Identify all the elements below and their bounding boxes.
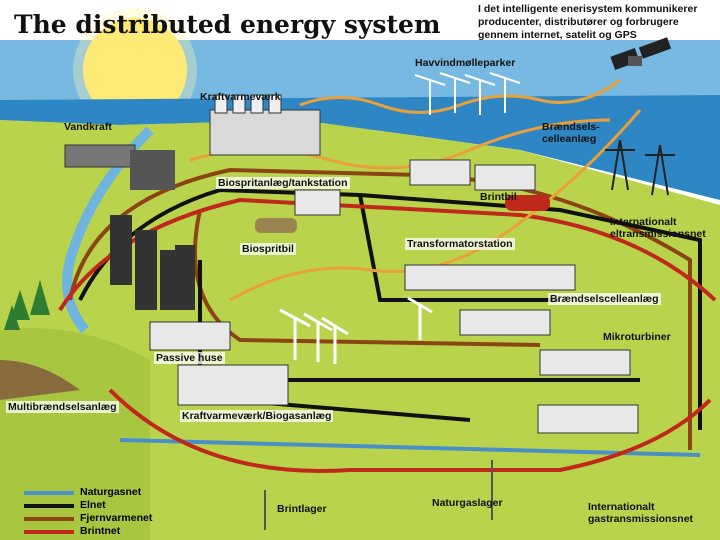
biofuel-car (255, 218, 297, 233)
land (0, 120, 720, 540)
label-hydrogen-storage: Brintlager (277, 503, 327, 515)
hydro-dam (64, 144, 136, 168)
label-fuel-cell: Brændsels- celleanlæg (542, 121, 600, 145)
label-chp-plant: Kraftvarmeværk (200, 91, 281, 103)
factory-buildings (149, 159, 639, 434)
city-buildings (110, 150, 195, 310)
label-chp-biogas: Kraftvarmeværk/Biogasanlæg (180, 410, 334, 422)
label-microturbines: Mikroturbiner (603, 331, 671, 343)
land-wind-turbines (279, 296, 433, 364)
legend-swatch-hydrogen (24, 530, 74, 534)
legend-swatch-gas (24, 491, 74, 495)
label-biofuel-station: Biospritanlæg/tankstation (216, 177, 350, 189)
label-intl-gas-grid: Internationalt gastransmissionsnet (588, 501, 694, 525)
power-pylons (605, 139, 675, 196)
legend-swatch-electric (24, 504, 74, 508)
label-gas-storage: Naturgaslager (432, 497, 503, 509)
sun-icon (83, 18, 187, 122)
label-transformer: Transformatorstation (405, 238, 515, 250)
label-passive-houses: Passive huse (154, 352, 225, 364)
legend-label-hydrogen: Brintnet (80, 525, 121, 537)
gas-network (119, 438, 701, 457)
hydrogen-network (58, 197, 717, 473)
label-hydro: Vandkraft (64, 121, 112, 133)
label-fuel-cell-plant: Brændselscelleanlæg (548, 293, 661, 305)
satellite-icon (610, 37, 672, 71)
legend-swatch-heat (24, 517, 74, 521)
label-intl-power-grid: Internationalt eltransmissionsnet (610, 216, 706, 240)
page-title: The distributed energy system (14, 10, 441, 39)
legend-label-electric: Elnet (80, 499, 106, 511)
label-offshore-wind: Havvindmølleparker (415, 57, 516, 69)
label-biofuel-car: Biospritbil (240, 243, 296, 255)
storage-tanks (264, 460, 493, 530)
legend-label-heat: Fjernvarmenet (80, 512, 153, 524)
legend-label-gas: Naturgasnet (80, 486, 142, 498)
sea (0, 95, 720, 200)
label-hydrogen-car: Brintbil (480, 191, 517, 203)
trees (4, 280, 50, 330)
info-note: I det intelligente enerisystem kommunike… (478, 3, 698, 41)
chp-plant (209, 94, 321, 156)
signal-wave (299, 78, 621, 114)
label-multifuel-plant: Multibrændselsanlæg (6, 401, 119, 413)
hydrogen-car (505, 195, 550, 211)
offshore-wind-park (414, 72, 521, 115)
